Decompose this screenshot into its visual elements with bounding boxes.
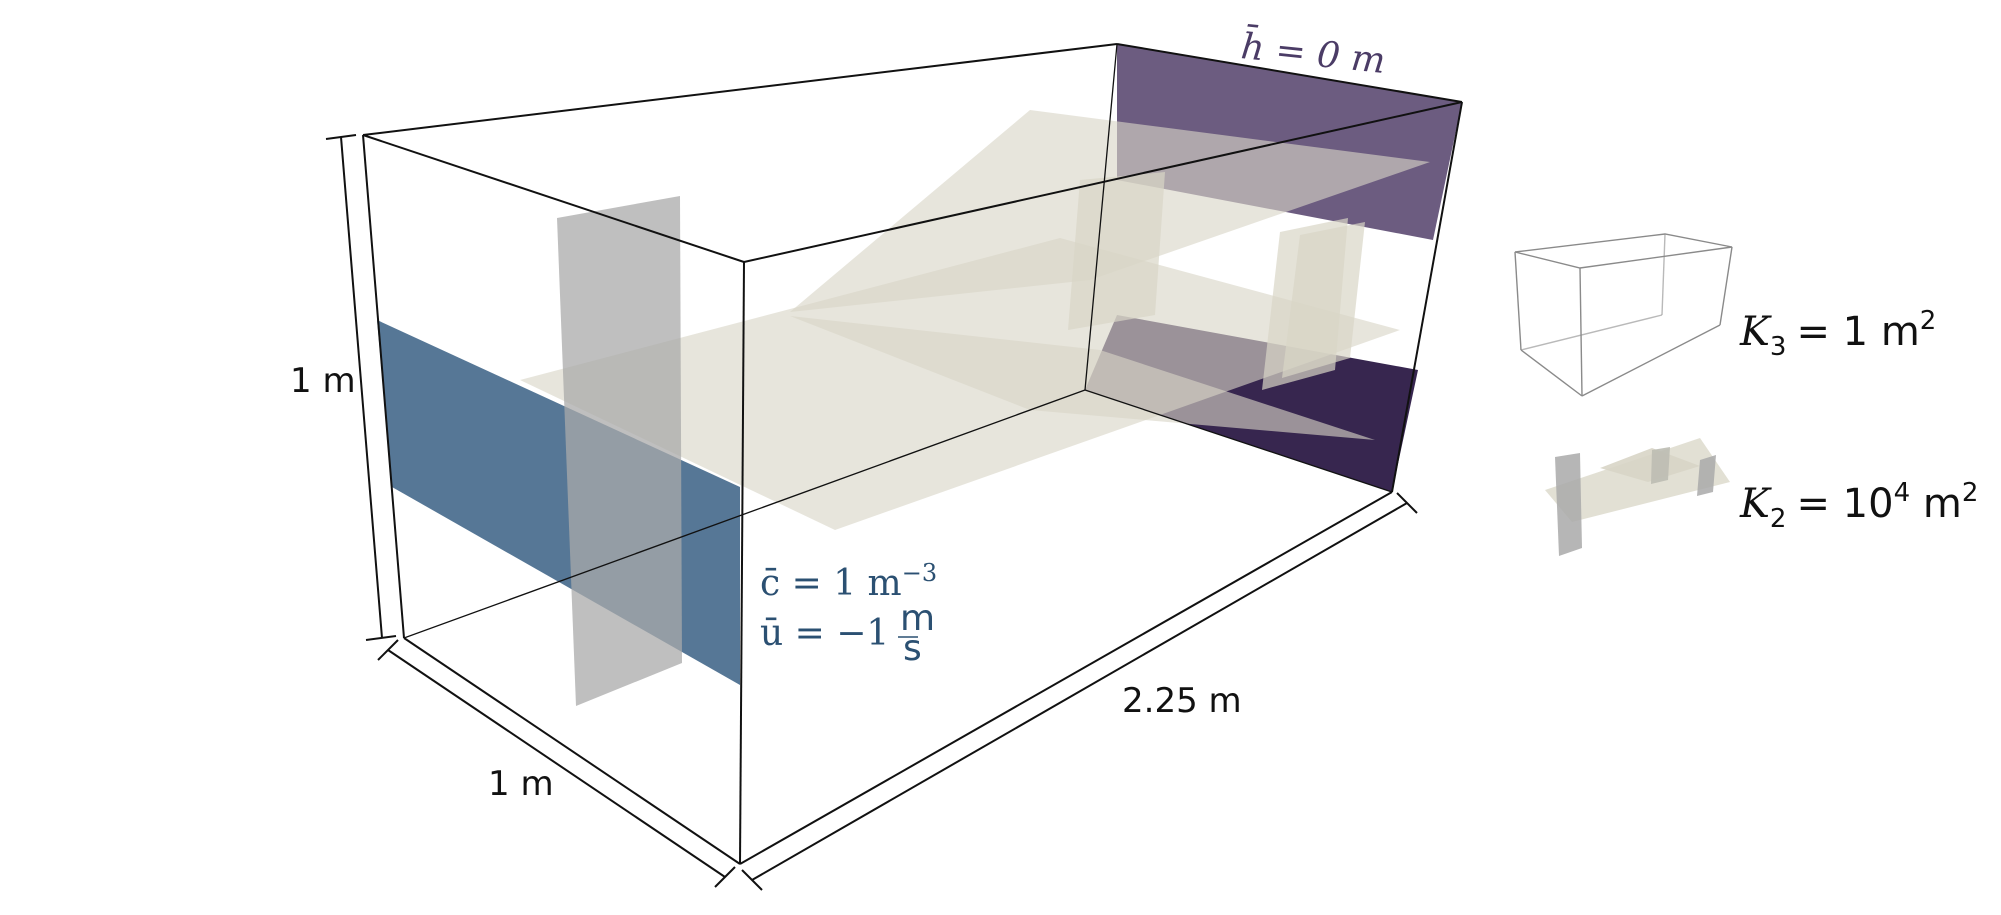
inflow-velocity-unit-den: s [903, 628, 922, 669]
legend-fractures-label: K2= 104 m2 [1739, 478, 1978, 534]
legend-fractures: K2= 104 m2 [1545, 438, 1978, 556]
dimension-depth-label: 1 m [488, 764, 554, 804]
fracture-vertical-back-1 [1068, 172, 1165, 330]
fracture-plane-mid [790, 316, 1375, 440]
dimension-length-label: 2.25 m [1122, 681, 1242, 721]
inflow-concentration-label: c̄ = 1 m−3 [760, 559, 937, 604]
legend-matrix: K3= 1 m2 [1514, 233, 1936, 397]
inflow-velocity-label: ū = −1 [760, 613, 889, 654]
inflow-velocity-unit-num: m [900, 598, 935, 639]
dimension-height: 1 m [290, 134, 397, 641]
legend-matrix-box-icon [1514, 233, 1733, 397]
dimension-height-label: 1 m [290, 361, 356, 401]
inflow-bc-labels: c̄ = 1 m−3 ū = −1 m s [760, 559, 937, 669]
fracture-vertical-front [557, 196, 682, 706]
fracture-vertical-back-3 [1282, 222, 1365, 378]
fracture-plane-main [520, 238, 1400, 530]
legend-fractures-icon [1545, 438, 1730, 556]
dimension-depth: 1 m [377, 639, 736, 888]
dimension-length: 2.25 m [741, 492, 1418, 891]
domain-box-edges [362, 43, 1463, 865]
legend-matrix-label: K3= 1 m2 [1739, 306, 1936, 362]
